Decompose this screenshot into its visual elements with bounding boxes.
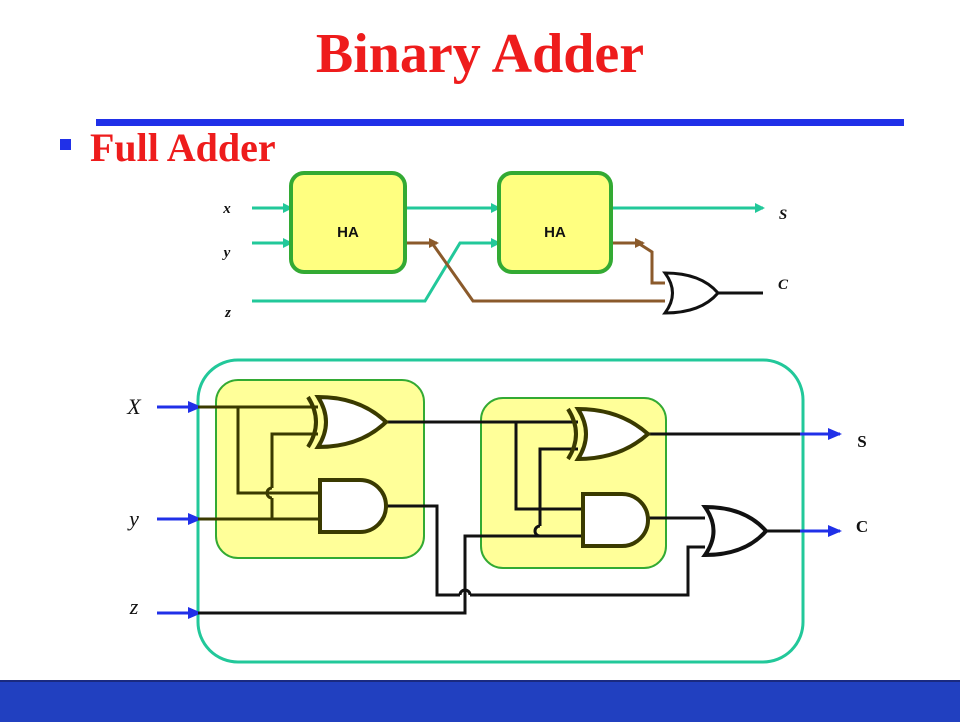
output-label-C: C <box>856 517 868 536</box>
xor-gate-2-back <box>566 407 578 461</box>
output-label-s: S <box>779 207 787 223</box>
and-gate-icon-2 <box>581 492 650 548</box>
block-diagram: HA HA x y z S C <box>222 171 789 321</box>
ha-label-1: HA <box>337 224 359 241</box>
title-underline <box>96 119 904 126</box>
slide-subtitle: Full Adder <box>90 125 276 170</box>
full-adder-diagrams: HA HA x y z S C <box>126 171 868 664</box>
wires-between <box>198 420 800 615</box>
input-label-z-gate: z <box>129 594 139 619</box>
input-label-x: x <box>222 201 231 217</box>
ha-label-2: HA <box>544 224 566 241</box>
wire-z <box>252 238 501 303</box>
output-label-c: C <box>778 277 789 293</box>
half-adder-block-1 <box>289 171 407 274</box>
xor-gate-icon-1 <box>314 394 389 450</box>
wire-ha1-carry <box>430 242 665 303</box>
bullet-square-icon <box>60 139 71 150</box>
input-label-z: z <box>224 305 231 321</box>
slide-title: Binary Adder <box>315 23 645 85</box>
or-gate-icon-2 <box>701 504 769 558</box>
output-label-S: S <box>857 432 866 451</box>
and-gate-icon-1 <box>318 478 388 534</box>
input-label-X: X <box>126 394 142 419</box>
half-adder-block-2 <box>497 171 613 274</box>
input-label-y: y <box>222 245 231 261</box>
xor-gate-icon-2 <box>574 406 652 462</box>
wires-half-adder-1 <box>198 405 320 521</box>
gate-diagram: X y z S C <box>126 358 868 664</box>
or-gate-icon <box>662 271 720 315</box>
input-label-y-gate: y <box>127 506 139 531</box>
footer-bar <box>0 680 960 722</box>
wire-ha2-carry <box>637 241 665 285</box>
full-adder-outline <box>196 358 805 664</box>
xor-gate-1-back <box>306 395 318 449</box>
